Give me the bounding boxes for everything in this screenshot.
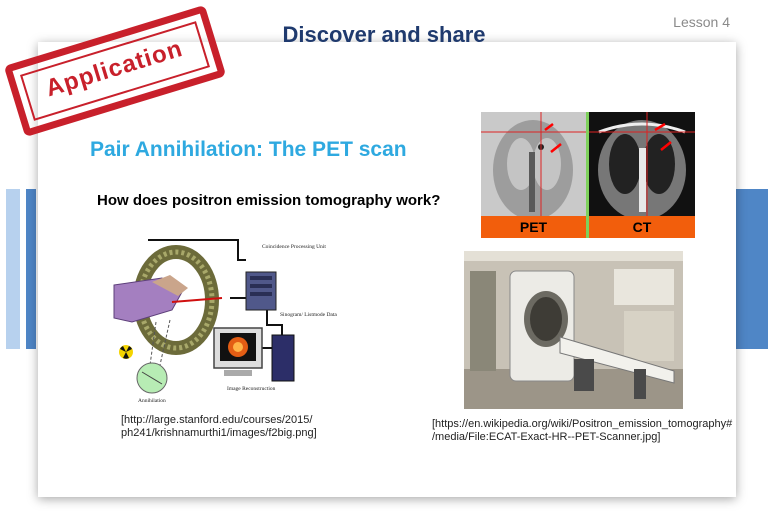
sinogram-label: Sinogram/ Listmode Data: [280, 312, 337, 318]
coincidence-label: Coincidence Processing Unit: [262, 244, 326, 250]
left-bar-dark: [26, 189, 36, 349]
page-title: Discover and share: [282, 22, 486, 47]
pet-label: PET: [481, 216, 586, 238]
caption-left: [http://large.stanford.edu/courses/2015/…: [121, 414, 317, 439]
label-divider: [586, 216, 589, 238]
pet-ct-image: PET CT: [481, 112, 695, 238]
radiation-icon: [119, 345, 133, 359]
annihilation-label: Annihilation: [138, 398, 166, 404]
ct-label: CT: [589, 216, 695, 238]
pet-scan-pane: [481, 112, 586, 216]
slide-question: How does positron emission tomography wo…: [97, 192, 441, 209]
pane-divider: [586, 112, 589, 216]
ct-scan-pane: [589, 112, 695, 216]
reconstruction-label: Image Reconstruction: [227, 386, 276, 392]
caption-right: [https://en.wikipedia.org/wiki/Positron_…: [432, 418, 733, 443]
right-bar-dark: [736, 189, 768, 349]
lesson-number: Lesson 4: [673, 14, 730, 30]
left-bar-light: [6, 189, 20, 349]
slide-heading: Pair Annihilation: The PET scan: [90, 138, 407, 161]
pet-scanner-photo: [464, 251, 683, 409]
pet-diagram: Coincidence Processing Unit Sinogram/ Li…: [113, 239, 337, 404]
computer-tower: [271, 334, 295, 382]
scanner-room-illustration: [464, 251, 683, 409]
